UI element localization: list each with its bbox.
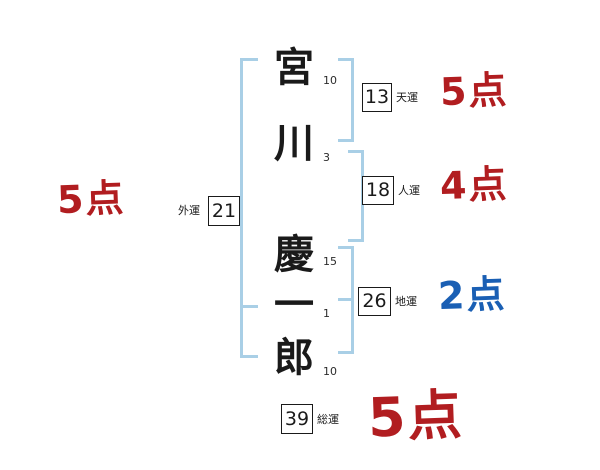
- jinun-label: 人運: [398, 184, 420, 197]
- name-character-4: 一: [274, 282, 314, 328]
- tenun-bracket: [338, 58, 354, 142]
- gaiun-label: 外運: [178, 204, 200, 217]
- name-character-5: 郎: [274, 335, 314, 381]
- jinun-value-box: 18: [362, 176, 394, 205]
- stroke-count-1: 10: [323, 74, 337, 87]
- tenun-score: 5点: [439, 67, 510, 115]
- chiun-label: 地運: [395, 295, 417, 308]
- chiun-value-box: 26: [358, 287, 391, 316]
- gaiun-value-box: 21: [208, 196, 240, 226]
- tenun-label: 天運: [396, 91, 418, 104]
- stroke-count-3: 15: [323, 255, 337, 268]
- gaiun-score: 5点: [56, 175, 127, 223]
- souun-label: 総運: [317, 413, 339, 426]
- stroke-count-5: 10: [323, 365, 337, 378]
- tenun-value-box: 13: [362, 83, 392, 112]
- souun-value-box: 39: [281, 404, 313, 434]
- name-character-1: 宮: [274, 45, 314, 91]
- stroke-count-4: 1: [323, 307, 330, 320]
- souun-score: 5点: [366, 383, 465, 450]
- chiun-bracket-tick: [338, 298, 354, 301]
- stroke-count-2: 3: [323, 151, 330, 164]
- name-character-3: 慶: [274, 232, 314, 278]
- name-character-2: 川: [274, 121, 314, 167]
- gaiun-bracket: [240, 58, 258, 358]
- gaiun-bracket-tick: [240, 305, 258, 308]
- chiun-score: 2点: [437, 271, 508, 319]
- jinun-score: 4点: [439, 161, 510, 209]
